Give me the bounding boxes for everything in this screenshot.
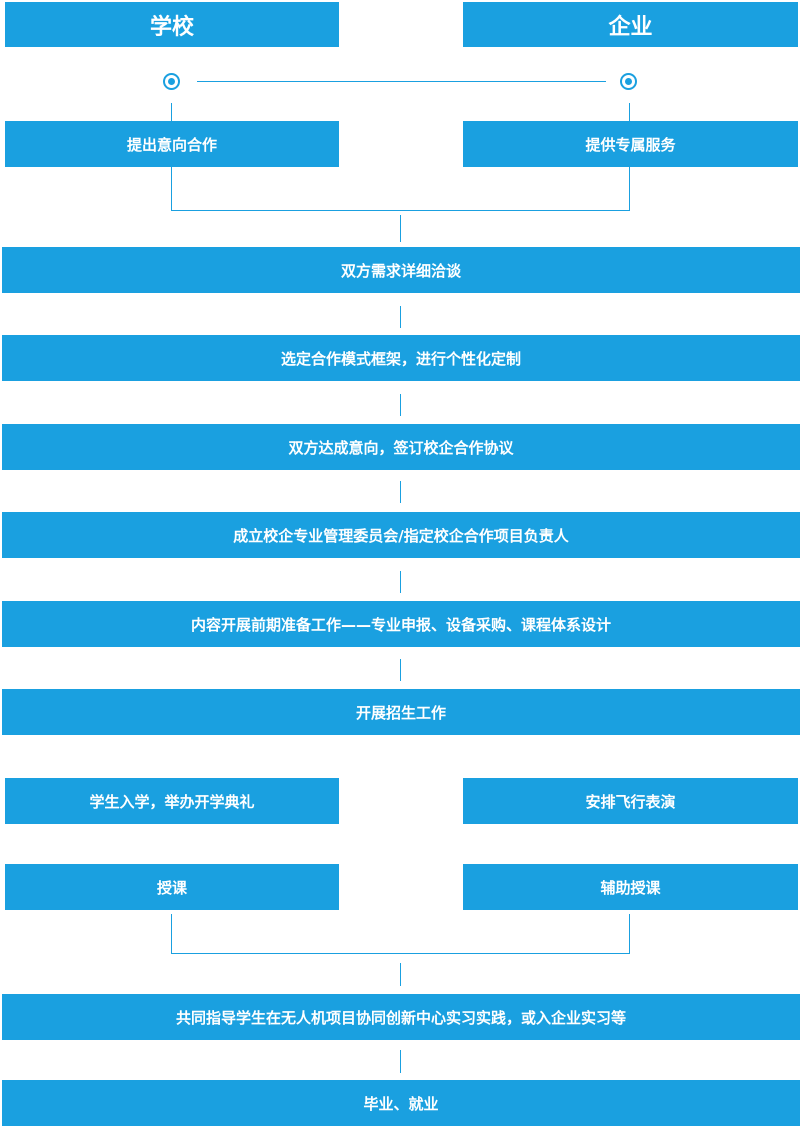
connector-step-4-5 <box>400 571 401 593</box>
provide-service-box: 提供专属服务 <box>463 121 798 167</box>
teaching-box: 授课 <box>5 864 339 910</box>
step-enrollment-work: 开展招生工作 <box>2 689 800 735</box>
enterprise-timeline-dot <box>620 73 637 90</box>
step-establish-committee: 成立校企专业管理委员会/指定校企合作项目负责人 <box>2 512 800 558</box>
school-timeline-dot <box>163 73 180 90</box>
merge-bracket-bottom <box>171 210 630 211</box>
step-select-model: 选定合作模式框架，进行个性化定制 <box>2 335 800 381</box>
merge-bracket-2-right <box>629 914 630 954</box>
step-negotiate: 双方需求详细洽谈 <box>2 247 800 293</box>
step-preparation: 内容开展前期准备工作——专业申报、设备采购、课程体系设计 <box>2 601 800 647</box>
merge-bracket-2-bottom <box>171 953 630 954</box>
propose-cooperation-box: 提出意向合作 <box>5 121 339 167</box>
enterprise-dot-stem <box>629 103 630 121</box>
connector-to-practice <box>400 963 401 986</box>
merge-bracket-left <box>171 167 172 211</box>
step-joint-guidance: 共同指导学生在无人机项目协同创新中心实习实践，或入企业实习等 <box>2 994 800 1040</box>
assist-teaching-box: 辅助授课 <box>463 864 798 910</box>
student-enrollment-box: 学生入学，举办开学典礼 <box>5 778 339 824</box>
merge-bracket-right <box>629 167 630 211</box>
timeline-connector <box>197 81 606 82</box>
connector-to-graduation <box>400 1050 401 1073</box>
step-sign-agreement: 双方达成意向，签订校企合作协议 <box>2 424 800 470</box>
merge-bracket-2-left <box>171 914 172 954</box>
enterprise-header: 企业 <box>463 2 798 47</box>
connector-step-1-2 <box>400 306 401 328</box>
step-graduation: 毕业、就业 <box>2 1080 800 1126</box>
connector-step-5-6 <box>400 659 401 681</box>
school-dot-stem <box>171 103 172 121</box>
connector-to-step-1 <box>400 215 401 242</box>
school-header: 学校 <box>5 2 339 47</box>
connector-step-3-4 <box>400 481 401 503</box>
connector-step-2-3 <box>400 394 401 416</box>
flight-show-box: 安排飞行表演 <box>463 778 798 824</box>
